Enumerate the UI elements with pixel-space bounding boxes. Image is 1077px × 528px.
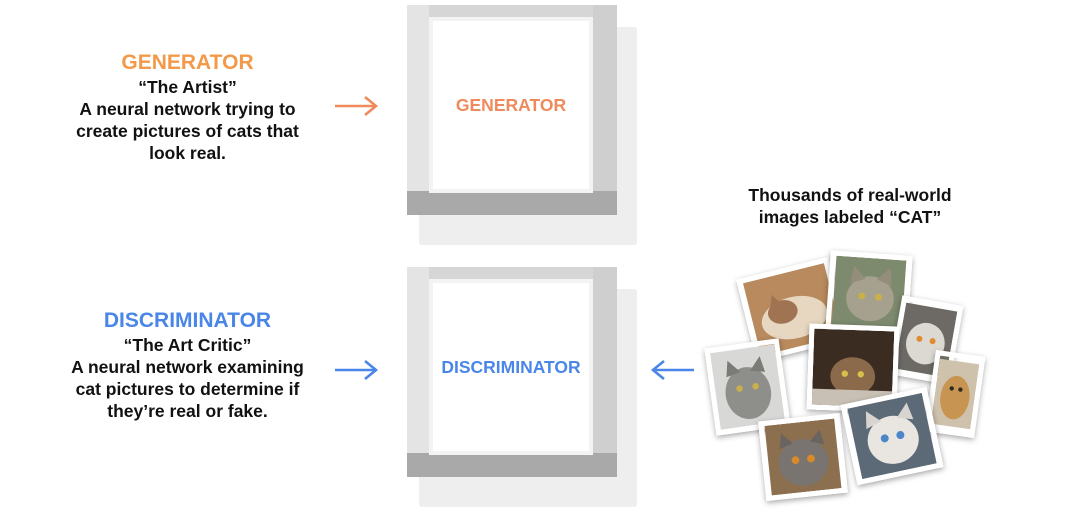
generator-description-line: create pictures of cats that [76, 121, 299, 141]
discriminator-subtitle: “The Art Critic” [123, 335, 252, 355]
cat-photo-british-shorthair [758, 412, 848, 502]
dataset-caption-line: Thousands of real-world [748, 185, 952, 205]
cat-photo-white-orange-eyes [888, 295, 964, 385]
discriminator-description-line: A neural network examining [71, 357, 304, 377]
generator-description-line: A neural network trying to [79, 99, 296, 119]
discriminator-label: DISCRIMINATOR “The Art Critic” A neural … [50, 308, 325, 422]
generator-box-label: GENERATOR [429, 17, 593, 193]
cat-photo-grey-tabby [825, 250, 913, 336]
dataset-arrow-icon [650, 359, 694, 381]
generator-title: GENERATOR [121, 51, 254, 74]
dataset-caption: Thousands of real-world images labeled “… [715, 184, 985, 228]
generator-arrow-icon [335, 95, 379, 117]
discriminator-description-line: they’re real or fake. [107, 401, 268, 421]
cat-photo-silver-tabby [704, 338, 791, 436]
generator-label: GENERATOR “The Artist” A neural network … [55, 50, 320, 164]
cat-photo-collage [700, 245, 1000, 515]
discriminator-input-arrow-icon [335, 359, 379, 381]
generator-box: GENERATOR [407, 5, 637, 245]
discriminator-box-label: DISCRIMINATOR [429, 279, 593, 455]
cat-photo-blue-eyed [840, 386, 944, 486]
generator-description-line: look real. [149, 143, 226, 163]
discriminator-box: DISCRIMINATOR [407, 267, 637, 507]
discriminator-title: DISCRIMINATOR [103, 309, 272, 332]
cat-photo-cat-in-bag [806, 323, 900, 413]
cat-photo-orange-tabby [924, 349, 986, 439]
generator-subtitle: “The Artist” [138, 77, 237, 97]
discriminator-description-line: cat pictures to determine if [75, 379, 300, 399]
dataset-caption-line: images labeled “CAT” [758, 207, 942, 227]
